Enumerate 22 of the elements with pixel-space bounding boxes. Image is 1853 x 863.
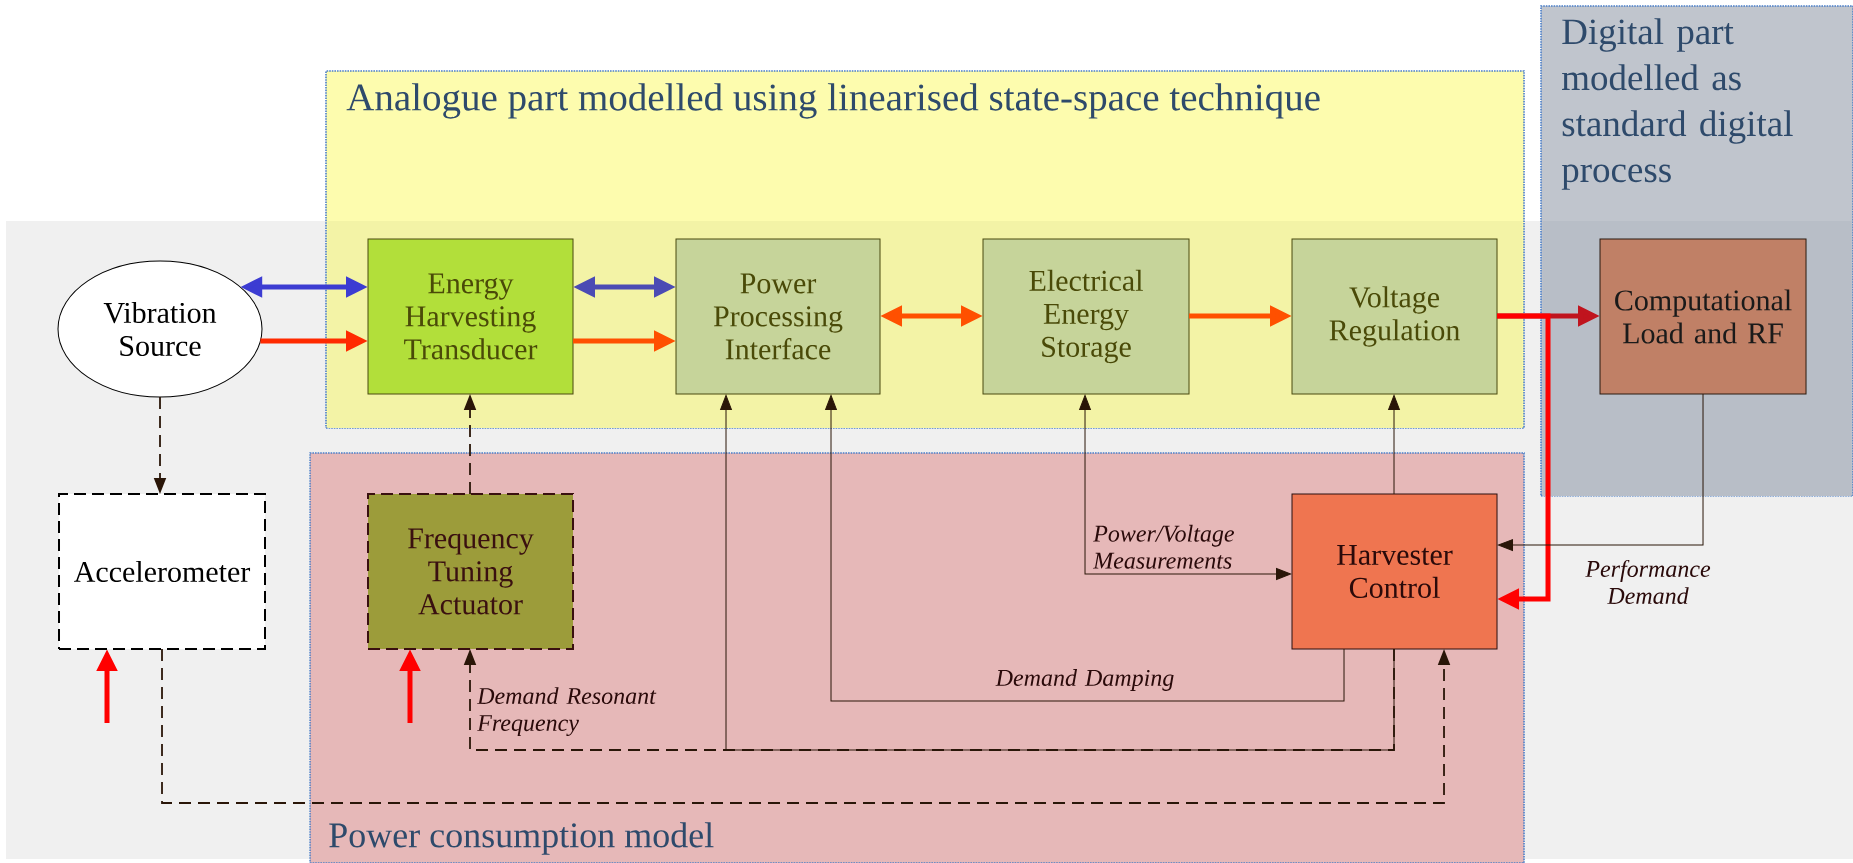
edge-label: Demand Damping [995, 669, 1174, 691]
edge-label: Power/Voltage Measurements [1092, 524, 1235, 569]
region-title: Analogue part modelled using linearised state-space technique [346, 83, 1320, 119]
arrow [1497, 313, 1551, 610]
process-box: Electrical Energy Storage [982, 238, 1190, 395]
arrow [1079, 394, 1292, 580]
region-title: Digital part modelled as standard digital process [1561, 18, 1793, 190]
edge-label: Performance Demand [1585, 559, 1711, 605]
arrow [825, 394, 1345, 702]
process-box: Frequency Tuning Actuator [367, 493, 574, 650]
arrow [720, 394, 1395, 751]
process-box: Voltage Regulation [1291, 238, 1498, 395]
process-box: Accelerometer [58, 493, 266, 650]
process-box: Computational Load and RF [1599, 238, 1807, 395]
arrow [1497, 393, 1704, 551]
edge-label: Demand Resonant Frequency [476, 687, 657, 737]
arrow [1388, 394, 1400, 495]
ellipse-node: Vibration Source [57, 260, 263, 398]
region-title: Power consumption model [329, 822, 714, 855]
process-box: Power Processing Interface [675, 238, 881, 395]
process-box: Energy Harvesting Transducer [367, 238, 574, 395]
process-box: Harvester Control [1291, 493, 1498, 650]
